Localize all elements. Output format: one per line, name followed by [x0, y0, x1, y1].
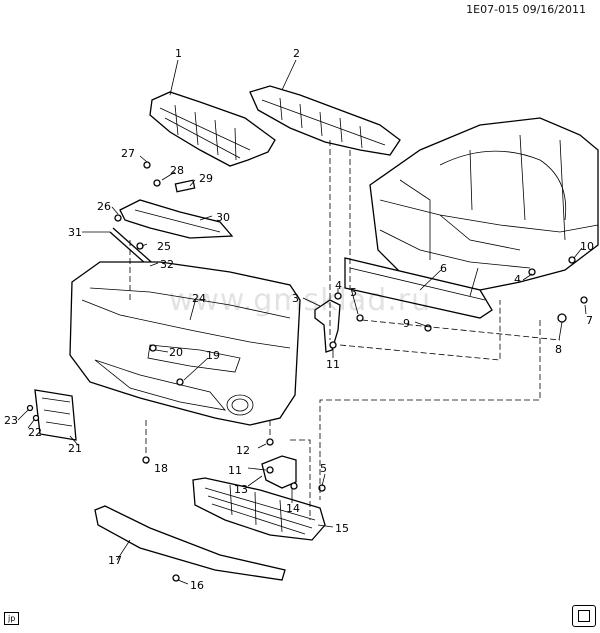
watermark-text: www.gmsklad.ru — [168, 283, 432, 318]
part-29-label — [174, 179, 196, 193]
callout-7: 7 — [586, 314, 593, 327]
callout-27: 27 — [121, 147, 135, 160]
callout-12: 12 — [236, 444, 250, 457]
callout-6: 6 — [440, 262, 447, 275]
callout-5-lower: 5 — [320, 462, 327, 475]
callout-2: 2 — [293, 47, 300, 60]
alignment-lines — [129, 140, 561, 520]
callout-23: 23 — [4, 414, 18, 427]
diagram-header: 1E07-015 09/16/2011 — [466, 3, 586, 16]
callout-28: 28 — [170, 164, 184, 177]
callout-22: 22 — [28, 426, 42, 439]
callout-11-lower: 11 — [228, 464, 242, 477]
callout-10: 10 — [580, 240, 594, 253]
callout-15: 15 — [335, 522, 349, 535]
callout-29: 29 — [199, 172, 213, 185]
callout-18: 18 — [154, 462, 168, 475]
callout-19: 19 — [206, 349, 220, 362]
callout-25: 25 — [157, 240, 171, 253]
fasteners — [26, 161, 588, 582]
leader-lines — [17, 59, 587, 585]
part-2-energy-absorber — [249, 85, 401, 156]
callout-9: 9 — [403, 317, 410, 330]
diagram-code: 1E07-015 — [466, 3, 520, 16]
part-3-bracket — [314, 299, 341, 353]
callout-32: 32 — [160, 258, 174, 271]
part-15-lower-grille — [192, 477, 326, 541]
callout-13: 13 — [234, 483, 248, 496]
part-17-air-deflector — [94, 505, 286, 581]
callout-24: 24 — [192, 292, 206, 305]
callout-4: 4 — [335, 279, 342, 292]
part-24-front-fascia — [69, 261, 301, 426]
callout-26: 26 — [97, 200, 111, 213]
vehicle-body — [369, 117, 599, 291]
corner-tag: jp — [4, 612, 20, 625]
part-13-bracket — [261, 455, 297, 489]
callout-1: 1 — [175, 47, 182, 60]
callout-17: 17 — [108, 554, 122, 567]
callout-30: 30 — [216, 211, 230, 224]
callout-3: 3 — [292, 292, 299, 305]
book-icon — [572, 605, 596, 627]
callout-5: 5 — [350, 286, 357, 299]
part-30-upper-support — [119, 199, 234, 239]
callout-21: 21 — [68, 442, 82, 455]
callout-20: 20 — [169, 346, 183, 359]
callout-labels: 1 2 3 4 4 5 5 6 7 8 9 10 11 11 12 13 14 … — [4, 47, 594, 592]
callout-16: 16 — [190, 579, 204, 592]
callout-14: 14 — [286, 502, 300, 515]
callout-8: 8 — [555, 343, 562, 356]
callout-31: 31 — [68, 226, 82, 239]
diagram-date: 09/16/2011 — [522, 3, 586, 16]
part-6-impact-bar — [344, 257, 493, 319]
callout-11: 11 — [326, 358, 340, 371]
callout-4-right: 4 — [514, 273, 521, 286]
